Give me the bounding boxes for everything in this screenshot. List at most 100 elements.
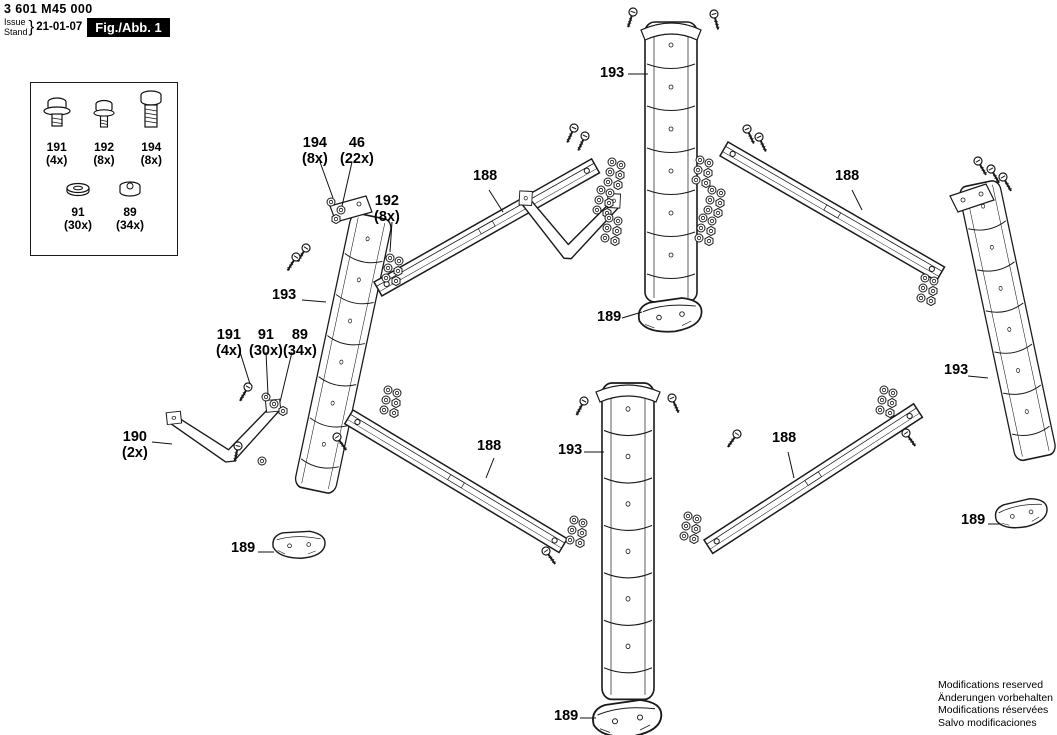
legend-ref: 194 [141, 140, 162, 154]
legend-qty: (34x) [115, 218, 144, 233]
part-number: 3 601 M45 000 [4, 2, 93, 16]
callout-46: 46 (22x) [340, 135, 374, 167]
legend-item-192: 192 (8x) [87, 95, 121, 168]
callout-192: 192 (8x) [374, 193, 400, 225]
foot-bottom-center [592, 699, 663, 735]
callout-193-right: 193 [944, 362, 969, 379]
callout-ref: 189 [554, 708, 579, 724]
washer-icon [66, 182, 90, 196]
callout-ref: 194 [302, 135, 327, 151]
callout-ref: 192 [374, 193, 399, 209]
callout-ref: 193 [558, 442, 583, 458]
hex-bolt-icon [93, 99, 115, 128]
foot-right [993, 496, 1050, 531]
callout-ref: 91 [257, 327, 274, 343]
bottom-leg-cap [595, 384, 661, 403]
leader-lines [151, 73, 1000, 719]
callout-ref: 89 [291, 327, 308, 343]
plate-hole [978, 191, 984, 197]
callout-ref: 189 [231, 540, 256, 556]
callout-190: 190 (2x) [122, 429, 148, 461]
legend-item-191: 191 (4x) [40, 95, 74, 168]
leg-top-center [644, 21, 698, 303]
callout-ref: 188 [772, 430, 797, 446]
nut-icon [119, 181, 141, 197]
issue-stand-labels: Issue Stand [4, 17, 28, 38]
callout-ref: 193 [944, 362, 969, 378]
v-bracket-left [165, 398, 287, 469]
footer-line: Salvo modificaciones [938, 716, 1037, 729]
callout-ref: 193 [600, 65, 625, 81]
callout-ref: 193 [272, 287, 297, 303]
legend-item-194: 194 (8x) [134, 89, 168, 168]
callout-189-bottom: 189 [554, 708, 579, 725]
legend-item-91: 91 (30x) [61, 178, 95, 233]
callout-194: 194 (8x) [302, 135, 328, 167]
callout-qty: (2x) [122, 444, 148, 461]
callout-ref: 188 [477, 438, 502, 454]
callout-qty: (8x) [302, 150, 328, 167]
foot-left [271, 527, 327, 562]
callout-ref: 189 [961, 512, 986, 528]
callout-89: 89 (34x) [283, 327, 317, 359]
callout-188-bottom-left: 188 [477, 438, 502, 455]
callout-ref: 188 [835, 168, 860, 184]
leg-bottom-center [601, 382, 655, 701]
brace-bottom-left [344, 409, 569, 554]
legend-qty: (8x) [93, 153, 115, 168]
legend-ref: 192 [93, 140, 114, 154]
brace-glyph: } [28, 17, 35, 37]
stand-label: Stand [4, 27, 28, 38]
right-leg-plate [949, 183, 995, 213]
issue-label: Issue [4, 17, 26, 27]
hardware-legend: 191 (4x) 192 (8x) [30, 82, 178, 256]
callout-193-bottom: 193 [558, 442, 583, 459]
plate-hole [356, 201, 362, 207]
callout-ref: 189 [597, 309, 622, 325]
flange-bolt-icon [43, 97, 71, 127]
callout-qty: (30x) [249, 342, 283, 359]
callout-qty: (8x) [374, 208, 400, 225]
legend-qty: (4x) [45, 153, 68, 168]
legend-qty: (8x) [140, 153, 162, 168]
title-block: 3 601 M45 000 Issue Stand } 21-01-07 Fig… [4, 2, 170, 38]
plate-hole [960, 197, 966, 203]
callout-193-top: 193 [600, 65, 625, 82]
callout-91: 91 (30x) [249, 327, 283, 359]
callout-191: 191 (4x) [216, 327, 242, 359]
callout-189-top: 189 [597, 309, 622, 326]
callout-ref: 188 [473, 168, 498, 184]
leg-right [957, 178, 1057, 463]
modifications-note: Modifications reserved Änderungen vorbeh… [938, 679, 1053, 729]
brace-bottom-right [703, 403, 924, 555]
callout-188-top-left: 188 [473, 168, 498, 185]
callout-qty: (4x) [216, 342, 242, 359]
legend-row-1: 191 (4x) 192 (8x) [33, 89, 175, 168]
callout-193-left: 193 [272, 287, 297, 304]
callout-188-top-right: 188 [835, 168, 860, 185]
issue-date: 21-01-07 [36, 21, 83, 34]
callout-188-bottom-right: 188 [772, 430, 797, 447]
legend-ref: 191 [46, 140, 67, 154]
legend-qty: (30x) [63, 218, 92, 233]
callout-189-left: 189 [231, 540, 256, 557]
legend-item-89: 89 (34x) [113, 178, 147, 233]
callout-ref: 190 [122, 429, 147, 445]
callout-ref: 46 [348, 135, 365, 151]
long-bolt-icon [140, 90, 162, 128]
brace-top-right [719, 141, 946, 282]
callout-qty: (34x) [283, 342, 317, 359]
leg-top-cap [640, 22, 702, 41]
callout-ref: 191 [216, 327, 241, 343]
legend-ref: 91 [71, 204, 85, 219]
legend-row-2: 91 (30x) 89 (34x) [33, 178, 175, 233]
footer-line: Änderungen vorbehalten [938, 691, 1054, 704]
foot-top-center [637, 297, 703, 333]
footer-line: Modifications réservées [938, 704, 1049, 717]
legend-ref: 89 [123, 204, 137, 219]
figure-label: Fig./Abb. 1 [87, 17, 170, 37]
callout-qty: (22x) [340, 150, 374, 167]
callout-189-right: 189 [961, 512, 986, 529]
